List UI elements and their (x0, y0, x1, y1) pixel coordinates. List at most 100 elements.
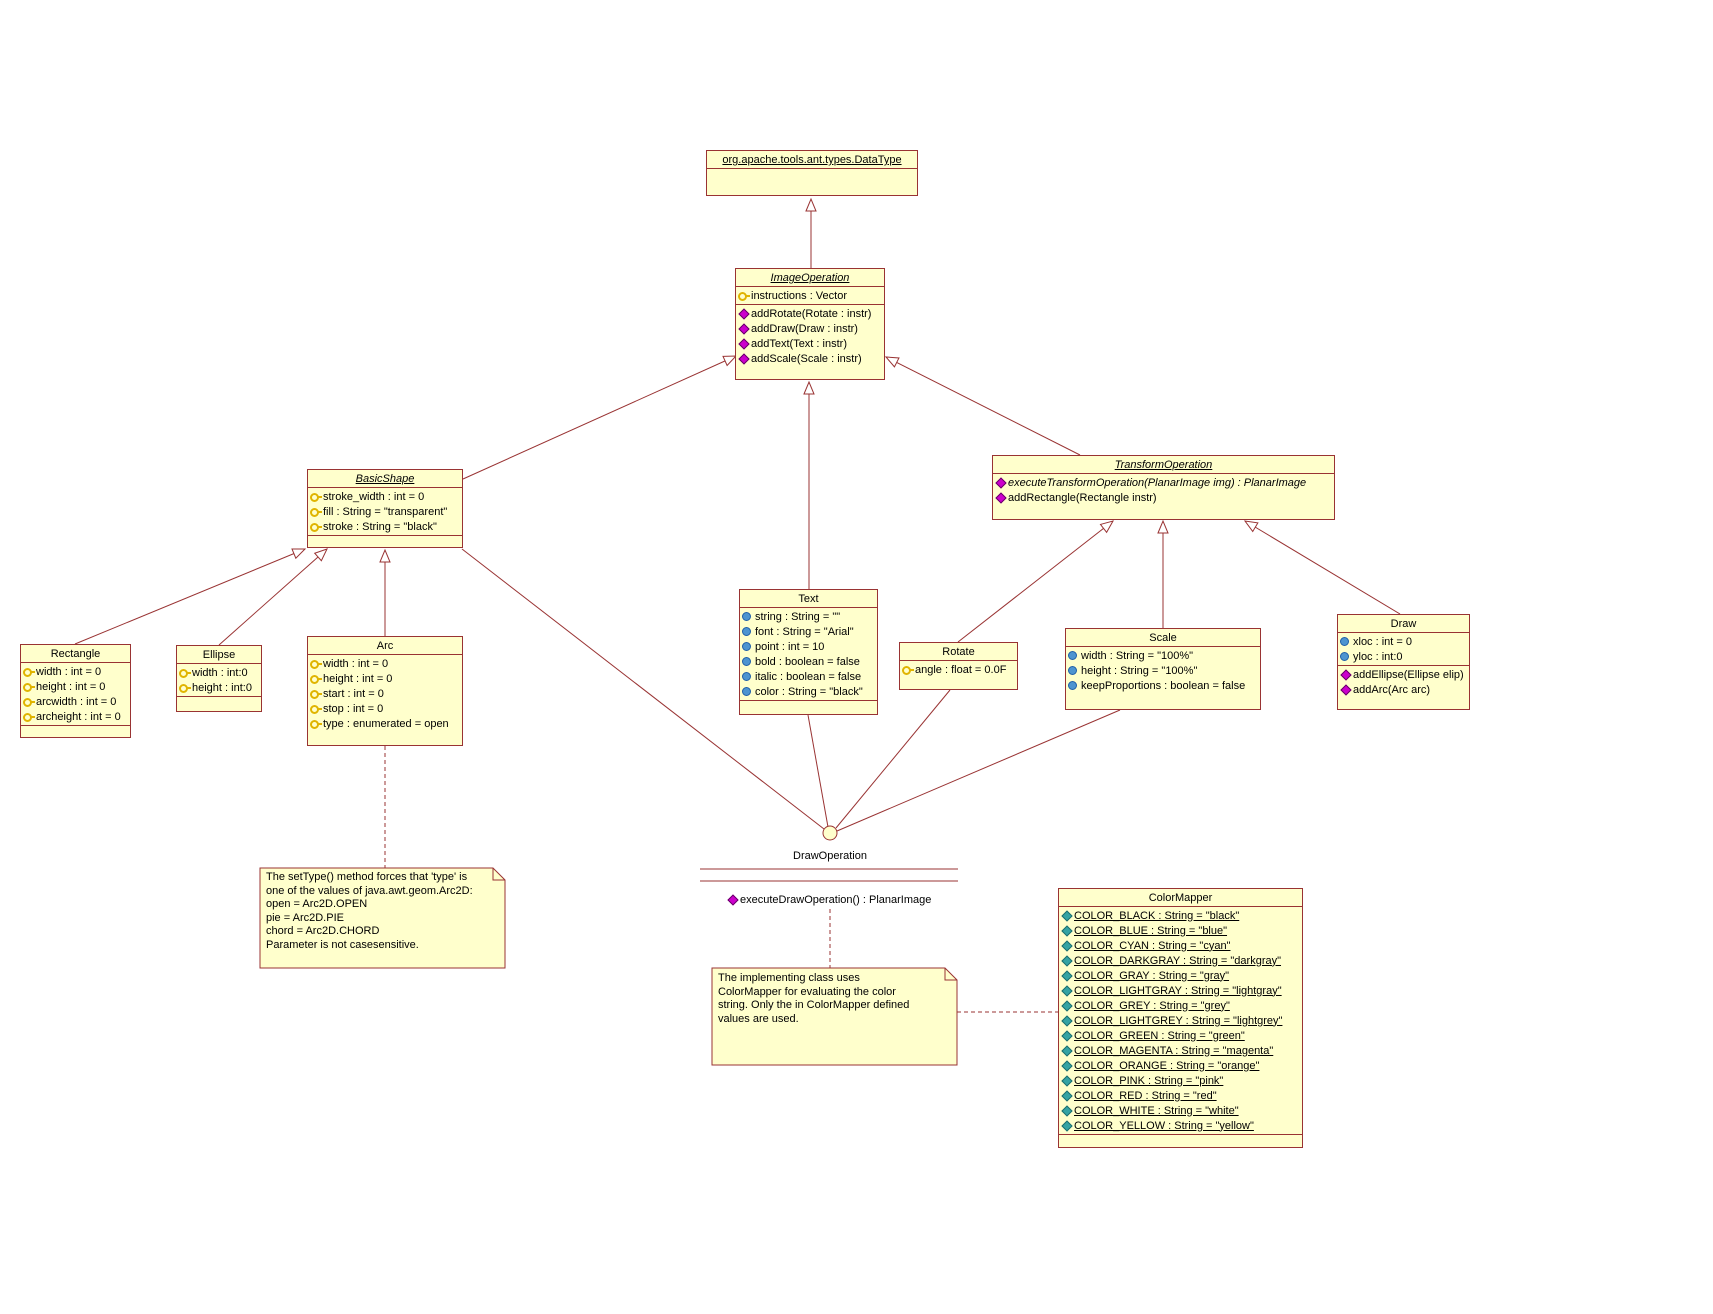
attributes-compartment: instructions : Vector (736, 287, 884, 304)
attribute-row: COLOR_ORANGE : String = "orange" (1059, 1058, 1302, 1073)
attribute-text: COLOR_BLACK : String = "black" (1074, 909, 1240, 922)
class-title: BasicShape (308, 470, 462, 488)
interface-lollipop-circle[interactable] (822, 825, 838, 841)
attribute-text: stroke_width : int = 0 (323, 490, 425, 503)
attribute-row: stop : int = 0 (308, 701, 462, 716)
generalization-rectangle-basicshape[interactable] (74, 548, 307, 645)
note-colormapper-text: The implementing class uses ColorMapper … (718, 972, 910, 1025)
realization-scale-drawoperation[interactable] (836, 709, 1121, 832)
generalization-transformoperation-imageoperation[interactable] (884, 356, 1081, 456)
class-colormapper[interactable]: ColorMapper COLOR_BLACK : String = "blac… (1058, 888, 1303, 1148)
attribute-row: COLOR_DARKGRAY : String = "darkgray" (1059, 953, 1302, 968)
attribute-row: instructions : Vector (736, 288, 884, 303)
attribute-row: COLOR_GREY : String = "grey" (1059, 998, 1302, 1013)
attributes-compartment: string : String = "" font : String = "Ar… (740, 608, 877, 700)
class-imageoperation[interactable]: ImageOperation instructions : Vector add… (735, 268, 885, 380)
realization-text-drawoperation[interactable] (807, 714, 829, 828)
attribute-visibility-icon (23, 666, 36, 677)
class-title: Rotate (900, 643, 1017, 661)
generalization-ellipse-basicshape[interactable] (218, 548, 328, 646)
attribute-text: COLOR_GRAY : String = "gray" (1074, 969, 1230, 982)
operation-text: addScale(Scale : instr) (751, 352, 862, 365)
operation-text: executeTransformOperation(PlanarImage im… (1008, 476, 1307, 489)
attribute-visibility-icon (1061, 1000, 1074, 1011)
class-scale[interactable]: Scale width : String = "100%" height : S… (1065, 628, 1261, 710)
attribute-visibility-icon (179, 667, 192, 678)
attribute-visibility-icon (310, 688, 323, 699)
attribute-text: yloc : int:0 (1353, 650, 1403, 663)
attribute-row: fill : String = "transparent" (308, 504, 462, 519)
operations-compartment: addEllipse(Ellipse elip) addArc(Arc arc) (1338, 665, 1469, 709)
operation-row: addScale(Scale : instr) (736, 351, 884, 366)
attribute-visibility-icon (742, 641, 755, 652)
attribute-row: string : String = "" (740, 609, 877, 624)
attribute-row: xloc : int = 0 (1338, 634, 1469, 649)
class-basicshape[interactable]: BasicShape stroke_width : int = 0 fill :… (307, 469, 463, 548)
attribute-visibility-icon (902, 664, 915, 675)
class-arc[interactable]: Arc width : int = 0 height : int = 0 sta… (307, 636, 463, 746)
attribute-row: arcwidth : int = 0 (21, 694, 130, 709)
attribute-visibility-icon (1061, 1030, 1074, 1041)
attribute-text: bold : boolean = false (755, 655, 860, 668)
attributes-compartment: width : int = 0 height : int = 0 arcwidt… (21, 663, 130, 725)
attribute-row: COLOR_LIGHTGRAY : String = "lightgray" (1059, 983, 1302, 998)
attribute-text: COLOR_WHITE : String = "white" (1074, 1104, 1239, 1117)
attribute-row: color : String = "black" (740, 684, 877, 699)
class-rectangle[interactable]: Rectangle width : int = 0 height : int =… (20, 644, 131, 738)
attribute-visibility-icon (1068, 665, 1081, 676)
attribute-row: stroke : String = "black" (308, 519, 462, 534)
class-draw[interactable]: Draw xloc : int = 0 yloc : int:0 addElli… (1337, 614, 1470, 710)
attribute-visibility-icon (742, 656, 755, 667)
attribute-text: angle : float = 0.0F (915, 663, 1007, 676)
attribute-text: COLOR_LIGHTGRAY : String = "lightgray" (1074, 984, 1282, 997)
class-title: Arc (308, 637, 462, 655)
attribute-text: instructions : Vector (751, 289, 847, 302)
class-text[interactable]: Text string : String = "" font : String … (739, 589, 878, 715)
attribute-text: COLOR_GREEN : String = "green" (1074, 1029, 1245, 1042)
attribute-text: width : int:0 (192, 666, 248, 679)
attribute-text: COLOR_RED : String = "red" (1074, 1089, 1217, 1102)
class-transformoperation[interactable]: TransformOperation executeTransformOpera… (992, 455, 1335, 520)
attribute-row: yloc : int:0 (1338, 649, 1469, 664)
attribute-row: height : int:0 (177, 680, 261, 695)
attribute-row: COLOR_GREEN : String = "green" (1059, 1028, 1302, 1043)
class-ellipse[interactable]: Ellipse width : int:0 height : int:0 (176, 645, 262, 712)
attributes-compartment (707, 169, 917, 195)
attributes-compartment: angle : float = 0.0F (900, 661, 1017, 689)
note-colormapper-shape[interactable] (711, 967, 958, 1066)
operation-visibility-icon (738, 323, 751, 334)
class-rotate[interactable]: Rotate angle : float = 0.0F (899, 642, 1018, 690)
attribute-row: start : int = 0 (308, 686, 462, 701)
attributes-compartment: xloc : int = 0 yloc : int:0 (1338, 633, 1469, 665)
operation-row: addDraw(Draw : instr) (736, 321, 884, 336)
note-settype-text: The setType() method forces that 'type' … (266, 871, 473, 951)
note-settype-shape[interactable] (259, 867, 506, 969)
attributes-compartment: width : int:0 height : int:0 (177, 664, 261, 696)
attribute-row: COLOR_BLACK : String = "black" (1059, 908, 1302, 923)
attribute-visibility-icon (1061, 985, 1074, 996)
attribute-row: keepProportions : boolean = false (1066, 678, 1260, 693)
realization-basicshape-drawoperation[interactable] (461, 548, 825, 830)
realization-rotate-drawoperation[interactable] (835, 689, 951, 829)
interface-operation-row: executeDrawOperation() : PlanarImage (727, 892, 931, 907)
class-title: Ellipse (177, 646, 261, 664)
operation-row: executeTransformOperation(PlanarImage im… (993, 475, 1334, 490)
generalization-draw-transformoperation[interactable] (1243, 520, 1401, 615)
class-datatype[interactable]: org.apache.tools.ant.types.DataType (706, 150, 918, 196)
attributes-compartment: width : String = "100%" height : String … (1066, 647, 1260, 709)
class-title: Rectangle (21, 645, 130, 663)
attribute-text: color : String = "black" (755, 685, 863, 698)
attribute-row: COLOR_WHITE : String = "white" (1059, 1103, 1302, 1118)
interface-drawoperation-name[interactable]: DrawOperation (793, 850, 867, 862)
generalization-basicshape-imageoperation[interactable] (462, 355, 738, 480)
attribute-text: height : int = 0 (323, 672, 393, 685)
attribute-text: fill : String = "transparent" (323, 505, 448, 518)
attribute-row: width : int = 0 (308, 656, 462, 671)
attribute-text: xloc : int = 0 (1353, 635, 1413, 648)
attribute-row: COLOR_GRAY : String = "gray" (1059, 968, 1302, 983)
attribute-text: COLOR_CYAN : String = "cyan" (1074, 939, 1231, 952)
attribute-text: width : String = "100%" (1081, 649, 1194, 662)
generalization-rotate-transformoperation[interactable] (957, 520, 1115, 643)
operation-text: addRectangle(Rectangle instr) (1008, 491, 1157, 504)
